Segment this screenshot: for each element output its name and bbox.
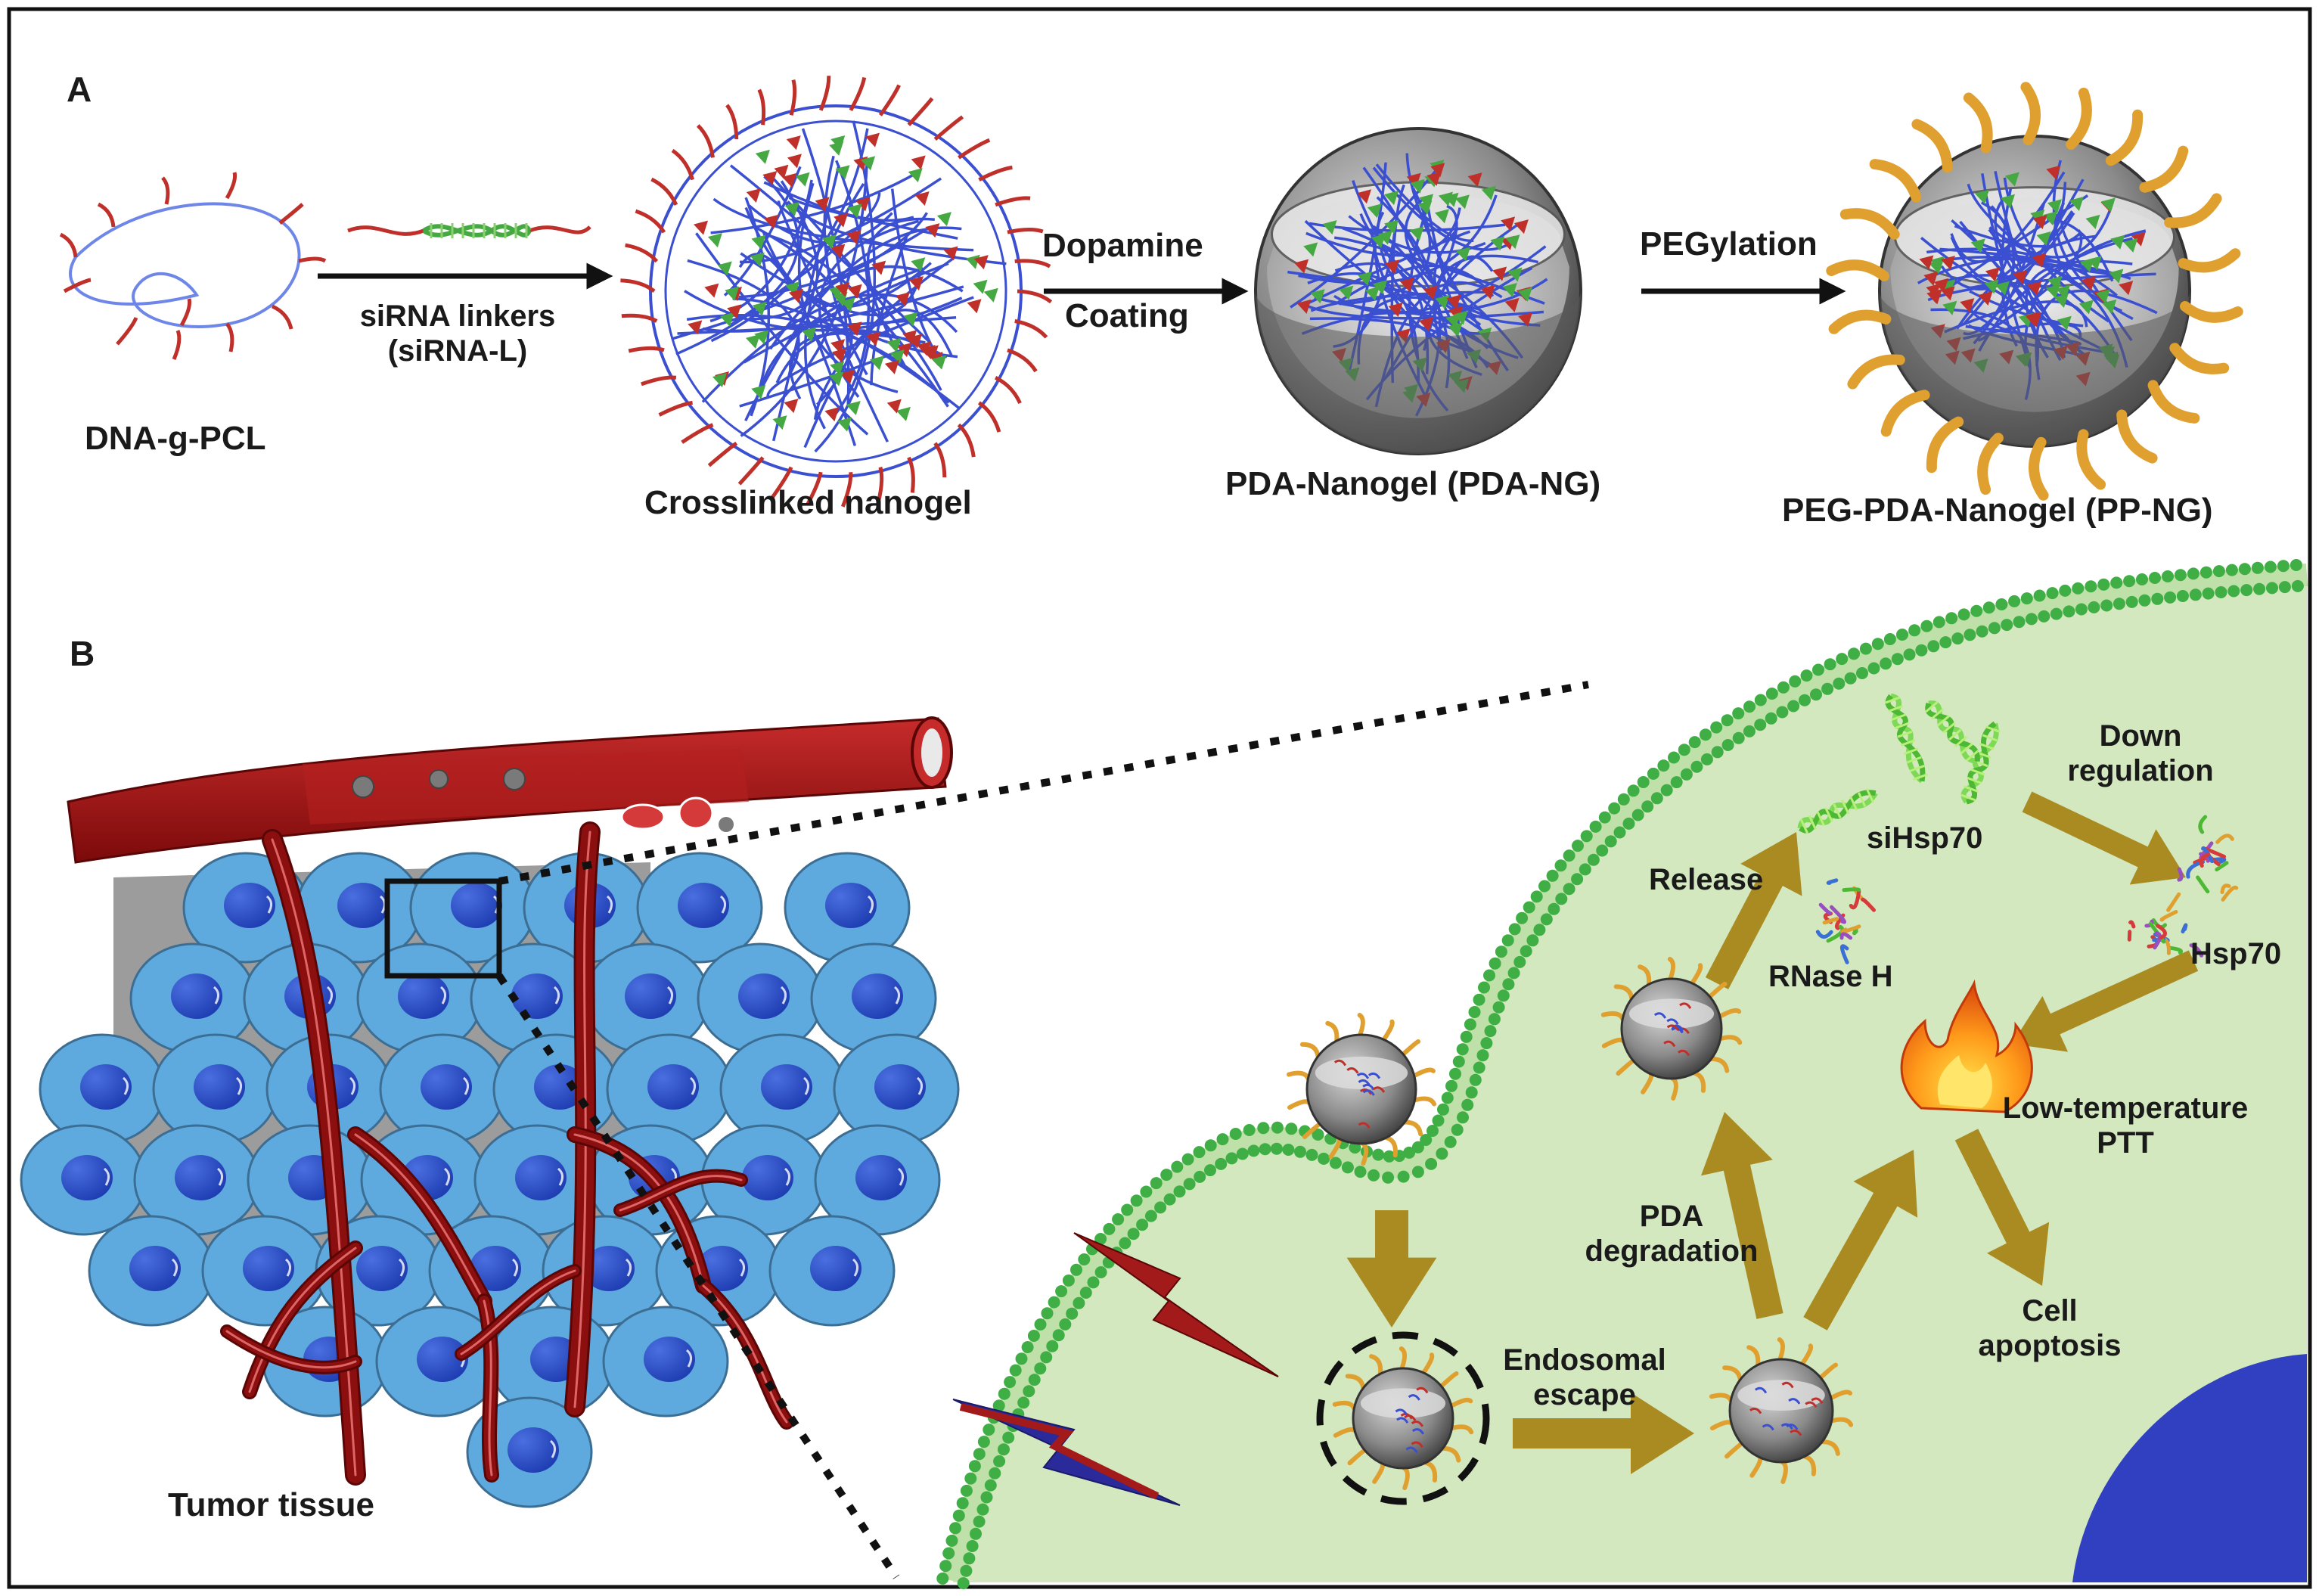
rnase-h-label: RNase H xyxy=(1768,960,1893,993)
peg-nanogel-icon xyxy=(1826,82,2243,501)
nanoparticle xyxy=(1332,1346,1474,1490)
figure-frame xyxy=(7,7,2312,1589)
panel-a xyxy=(59,76,2243,508)
sirna-helix-icon xyxy=(1797,693,2001,834)
laser-bolt-icon xyxy=(952,1232,1279,1506)
cell-apoptosis-line1: Cell xyxy=(2022,1294,2078,1327)
low-temperature-ptt-label: Low-temperature PTT xyxy=(1997,1091,2254,1160)
pda-degradation-line2: degradation xyxy=(1585,1234,1759,1268)
capillaries xyxy=(220,821,794,1486)
cell-membrane xyxy=(942,564,2308,1584)
pathway-arrows xyxy=(1346,791,2199,1474)
endosomal-escape-line2: escape xyxy=(1533,1378,1636,1411)
hsp70-label: Hsp70 xyxy=(2190,937,2282,970)
peg-pda-nanogel-label: PEG-PDA-Nanogel (PP-NG) xyxy=(1782,492,2213,529)
cell-apoptosis-label: Cell apoptosis xyxy=(1951,1293,2148,1363)
nanoparticle xyxy=(1600,957,1743,1101)
panel-a-label: A xyxy=(67,70,92,109)
pegylation-label: PEGylation xyxy=(1640,225,1818,262)
pda-nanogel-icon xyxy=(1254,127,1582,455)
membrane-beads xyxy=(936,559,2304,1590)
low-temp-line2: PTT xyxy=(2097,1126,2154,1160)
nanoparticle xyxy=(1709,1337,1854,1484)
zoom-line-bottom xyxy=(495,973,900,1579)
crosslinked-nanogel-label: Crosslinked nanogel xyxy=(644,484,972,521)
sihsp70-label: siHsp70 xyxy=(1867,821,1983,855)
sirna-linker-icon xyxy=(347,223,591,238)
down-regulation-line1: Down xyxy=(2099,719,2182,753)
dopamine-label: Dopamine xyxy=(1042,227,1203,264)
pda-degradation-line1: PDA xyxy=(1639,1200,1704,1233)
down-regulation-line2: regulation xyxy=(2067,754,2214,787)
dna-polymer-icon xyxy=(59,172,327,360)
pda-nanogel-label: PDA-Nanogel (PDA-NG) xyxy=(1225,465,1601,502)
sirna-linkers-line1: siRNA linkers xyxy=(359,300,556,333)
nanoparticle xyxy=(1287,1013,1436,1166)
sirna-linkers-label: siRNA linkers (siRNA-L) xyxy=(325,299,590,368)
sirna-linkers-line2: (siRNA-L) xyxy=(387,334,528,368)
dna-pcl-label: DNA-g-PCL xyxy=(85,420,266,457)
cell-nanoparticles xyxy=(1287,957,1854,1490)
cell-nucleus xyxy=(2072,1354,2307,1582)
zoom-box xyxy=(384,878,502,979)
panel-b xyxy=(20,559,2308,1590)
flame-icon xyxy=(1900,979,2033,1113)
endosomal-escape-label: Endosomal escape xyxy=(1486,1343,1683,1412)
blood-vessel-icon xyxy=(67,716,953,864)
tumor-tissue-label: Tumor tissue xyxy=(168,1486,375,1523)
zoom-line-top xyxy=(498,681,1589,885)
cell-cytoplasm xyxy=(953,575,2307,1582)
crosslinked-nanogel-icon xyxy=(620,76,1053,508)
cell-apoptosis-line2: apoptosis xyxy=(1978,1329,2122,1362)
coating-label: Coating xyxy=(1065,297,1189,334)
panel-b-label: B xyxy=(70,634,95,673)
endosome-outline xyxy=(1316,1331,1490,1505)
release-label: Release xyxy=(1649,863,1764,896)
endosomal-escape-line1: Endosomal xyxy=(1503,1343,1666,1377)
pda-degradation-label: PDA degradation xyxy=(1573,1199,1770,1268)
down-regulation-label: Down regulation xyxy=(2042,719,2239,788)
protein-icon xyxy=(1815,815,2239,964)
low-temp-line1: Low-temperature xyxy=(2002,1091,2249,1125)
